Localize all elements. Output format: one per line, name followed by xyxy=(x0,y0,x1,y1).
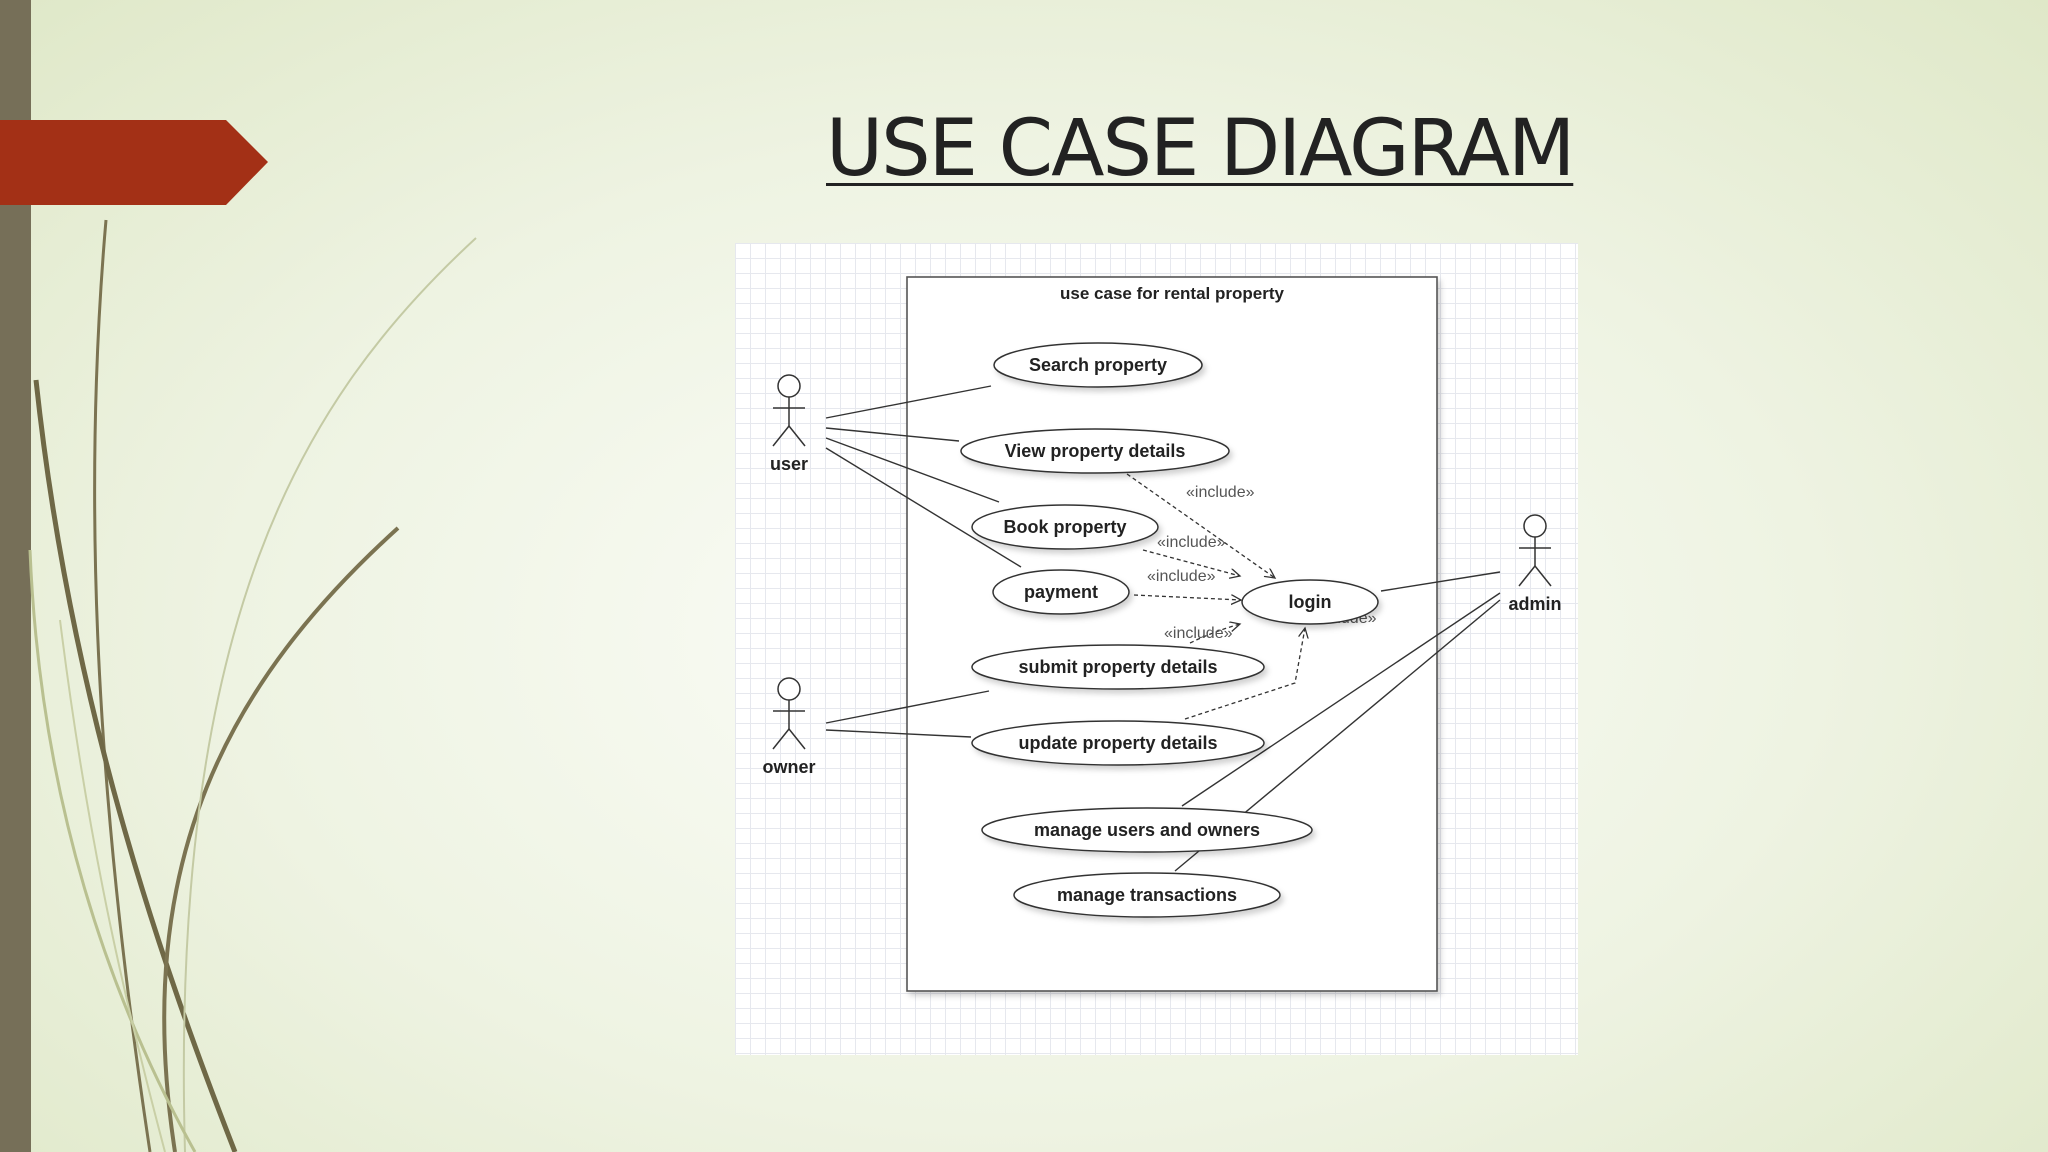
include-label-view-login: «include» xyxy=(1186,484,1255,501)
include-label-submit-login: «include» xyxy=(1164,625,1233,642)
use-case-book-property: Book property xyxy=(971,504,1159,550)
association-lines xyxy=(825,385,1501,872)
svg-text:submit property details: submit property details xyxy=(1018,657,1217,677)
slide-title: USE CASE DIAGRAM xyxy=(826,104,1575,194)
actor-user-label: user xyxy=(770,454,808,474)
svg-text:Search property: Search property xyxy=(1029,355,1167,375)
svg-text:manage transactions: manage transactions xyxy=(1057,885,1237,905)
use-case-search-property: Search property xyxy=(993,342,1203,388)
actor-user xyxy=(772,374,806,447)
svg-text:update property details: update property details xyxy=(1018,733,1217,753)
use-case-submit-property-details: submit property details xyxy=(971,644,1265,690)
actor-owner xyxy=(772,677,806,750)
actor-owner-label: owner xyxy=(762,757,815,777)
actor-admin xyxy=(1518,514,1552,587)
svg-text:login: login xyxy=(1289,592,1332,612)
svg-text:manage users and owners: manage users and owners xyxy=(1034,820,1260,840)
svg-text:View property details: View property details xyxy=(1005,441,1186,461)
actor-admin-label: admin xyxy=(1508,594,1561,614)
svg-text:payment: payment xyxy=(1024,582,1098,602)
include-dependencies xyxy=(1126,473,1305,720)
use-case-payment: payment xyxy=(992,569,1130,615)
use-case-manage-transactions: manage transactions xyxy=(1013,872,1281,918)
svg-text:Book property: Book property xyxy=(1003,517,1126,537)
system-boundary-title: use case for rental property xyxy=(1060,284,1284,303)
use-case-diagram: use case for rental property «include» «… xyxy=(735,243,1578,1055)
include-label-payment-login: «include» xyxy=(1147,568,1216,585)
system-boundary xyxy=(906,276,1438,992)
use-case-update-property-details: update property details xyxy=(971,720,1265,766)
use-case-view-property-details: View property details xyxy=(960,428,1230,474)
use-case-manage-users-and-owners: manage users and owners xyxy=(981,807,1313,853)
include-label-book-login: «include» xyxy=(1157,534,1226,551)
use-case-login: login xyxy=(1241,579,1379,625)
title-arrow-tab xyxy=(0,120,268,205)
decorative-leaf-lines xyxy=(28,219,477,1152)
